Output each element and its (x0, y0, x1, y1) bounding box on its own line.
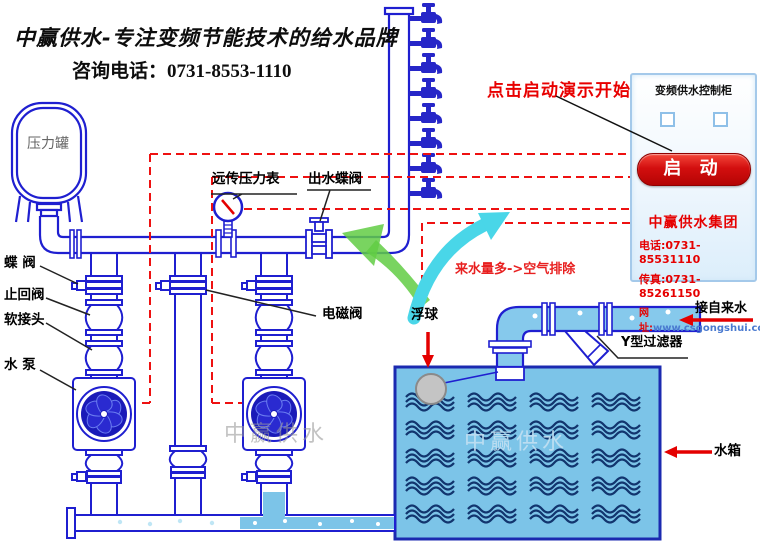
pump-column-1 (71, 253, 136, 515)
outlet-valve-shape (305, 217, 333, 259)
website-url: www.csgongshui.com (653, 323, 760, 334)
leader-lines (39, 189, 688, 391)
control-cabinet: 变频供水控制柜 启 动 中赢供水集团 电话:0731-85531110 传真:0… (630, 73, 760, 334)
cabinet-title: 变频供水控制柜 (655, 84, 732, 97)
suction-header-pipe (66, 492, 396, 539)
label-remote-pressure-gauge: 远传压力表 (212, 171, 280, 187)
bypass-column (155, 253, 208, 515)
website-label: 网址: (639, 308, 653, 334)
watermark-text: 中赢供水 (224, 422, 329, 447)
flow-arrows (342, 212, 510, 325)
pump-column-2 (241, 253, 306, 515)
pressure-tank-shape (10, 101, 88, 255)
discharge-header-pipe (58, 6, 415, 259)
annotation-air-removal: 来水量多->空气排除 (455, 262, 576, 277)
cabinet-tel: 电话:0731-85531110 (639, 239, 701, 266)
float-ball-shape (415, 373, 447, 405)
hotline-phone: 咨询电话：0731-8553-1110 (72, 61, 292, 82)
start-button[interactable]: 启 动 (636, 153, 751, 186)
user-taps (409, 3, 443, 199)
pressure-gauge (212, 191, 244, 238)
label-pressure-tank: 压力罐 (27, 136, 69, 152)
annotation-demo-hint: 点击启动演示开始 (487, 81, 631, 101)
green-arrow-head (342, 224, 384, 266)
label-check-valve: 止回阀 (4, 287, 45, 303)
red-arrows (422, 314, 753, 458)
cyan-arrow-head (478, 212, 510, 240)
cabinet-indicators (632, 112, 755, 127)
label-flexible-joint: 软接头 (4, 312, 45, 328)
brand-slogan: 中赢供水-专注变频节能技术的给水品牌 (14, 26, 398, 50)
cabinet-fax: 传真:0731-85261150 (639, 273, 701, 300)
cabinet-company-name: 中赢供水集团 (648, 215, 739, 231)
gauge-needle (221, 199, 235, 215)
label-water-pump: 水 泵 (4, 357, 36, 373)
cabinet-website: 网址:www.csgongshui.com (639, 304, 760, 334)
indicator-square-2 (712, 112, 728, 127)
float-arm (443, 371, 499, 384)
label-butterfly-valve: 蝶 阀 (4, 255, 36, 271)
label-float-ball: 浮球 (411, 307, 438, 323)
indicator-square-1 (659, 112, 675, 127)
label-outlet-butterfly-valve: 出水蝶阀 (308, 171, 362, 187)
y-filter-shape (562, 330, 610, 367)
label-tap-water-inlet: 接自来水 (695, 301, 748, 316)
label-y-type-filter: Y型过滤器 (621, 335, 683, 350)
watermark-text-tank: 中赢供水 (464, 430, 569, 455)
inlet-pipe (415, 302, 702, 405)
label-solenoid-valve: 电磁阀 (322, 306, 363, 322)
label-water-tank: 水箱 (714, 443, 741, 459)
